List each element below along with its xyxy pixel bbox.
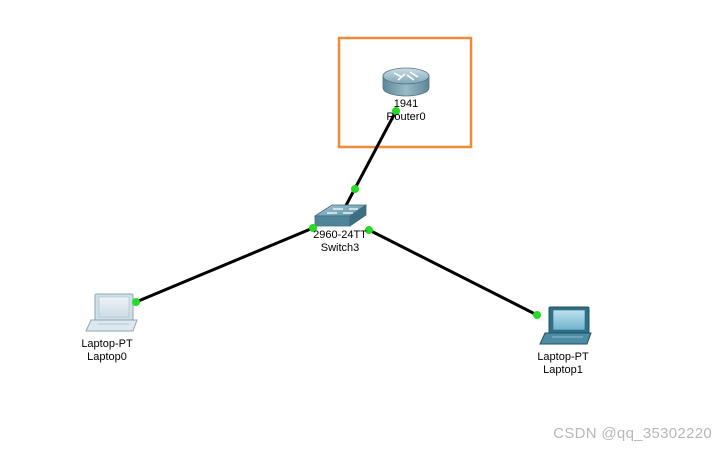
laptop0-model: Laptop-PT xyxy=(81,338,133,350)
laptop0-name: Laptop0 xyxy=(87,351,127,363)
switch-icon[interactable] xyxy=(313,204,368,227)
link-light-laptop0 xyxy=(132,298,140,306)
link-light-switch-right xyxy=(365,226,373,234)
laptop1-model: Laptop-PT xyxy=(537,351,589,363)
switch-name: Switch3 xyxy=(320,242,360,254)
link-switch-laptop1[interactable] xyxy=(368,228,538,317)
router-model: 1941 xyxy=(393,98,419,110)
watermark: CSDN @qq_35302220 xyxy=(553,425,712,442)
switch-model: 2960-24TT xyxy=(313,229,367,241)
router-name: Router0 xyxy=(386,111,426,123)
link-router-switch[interactable] xyxy=(340,110,398,214)
laptop1-icon[interactable] xyxy=(539,306,592,345)
link-light-switch-left xyxy=(309,224,317,232)
laptop0-label: Laptop-PT Laptop0 xyxy=(72,338,142,364)
link-light-switch-uplink xyxy=(351,185,359,193)
switch-label: 2960-24TT Switch3 xyxy=(300,229,380,255)
router-label: 1941 Router0 xyxy=(373,98,439,124)
laptop1-name: Laptop1 xyxy=(543,364,583,376)
router-icon[interactable] xyxy=(382,67,430,97)
link-light-router xyxy=(392,107,400,115)
laptop0-icon[interactable] xyxy=(85,293,138,332)
router-selection-box xyxy=(337,36,473,149)
laptop1-label: Laptop-PT Laptop1 xyxy=(528,351,598,377)
link-light-laptop1 xyxy=(533,311,541,319)
link-switch-laptop0[interactable] xyxy=(135,226,314,304)
